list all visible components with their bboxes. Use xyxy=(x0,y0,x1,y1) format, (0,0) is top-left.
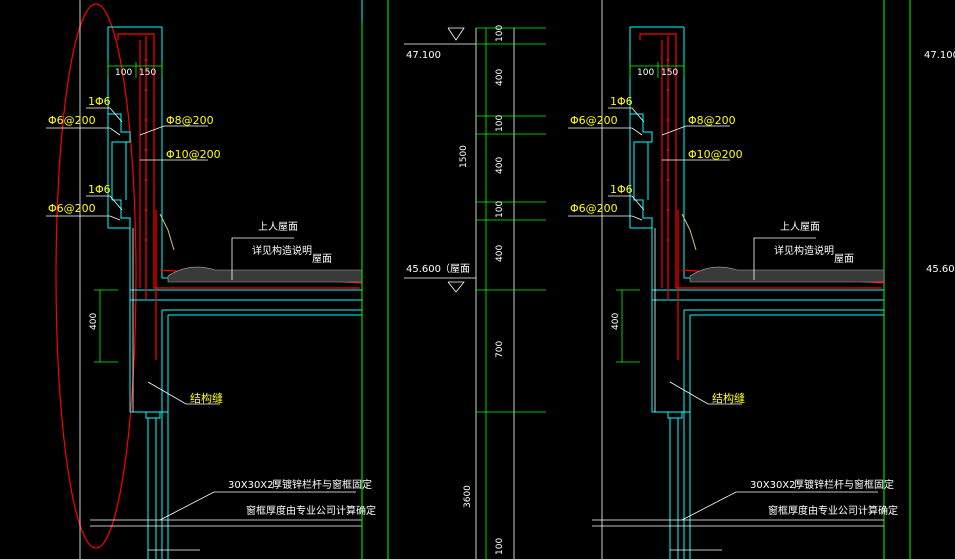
right-roof-note-2: 详见构造说明 xyxy=(774,244,834,257)
right-dim-150: 150 xyxy=(661,68,678,78)
right-detail: 100 150 1Φ6 Φ6@200 Φ8@200 Φ10@200 1Φ6 Φ6… xyxy=(568,0,898,559)
elev-dim-7: 700 xyxy=(495,341,505,358)
elev-dim-bottom: 100 xyxy=(495,538,505,555)
flashing-curl xyxy=(159,213,175,251)
rebar-label-6: Φ6@200 xyxy=(48,202,96,215)
far-right-levels: 47.100 45.600 xyxy=(924,50,955,275)
right-rebar-dots xyxy=(666,58,670,242)
right-flashing-note: 结构缝 xyxy=(712,391,745,405)
elev-dim-6: 400 xyxy=(495,245,505,262)
right-rebar-label-5: 1Φ6 xyxy=(610,183,633,196)
elev-dim-3: 100 xyxy=(495,115,505,132)
roof-note-1: 上人屋面 xyxy=(258,221,298,233)
right-rebar-label-4: Φ10@200 xyxy=(688,148,743,161)
level-roof: 45.600 xyxy=(406,264,441,275)
rebar-label-5: 1Φ6 xyxy=(88,183,111,196)
right-guide-lines xyxy=(592,0,884,559)
right-flashing-curl xyxy=(681,213,697,251)
right-roof-buildup-hatch xyxy=(689,266,885,283)
roof-label: 屋面 xyxy=(312,253,332,265)
elev-dim-2: 400 xyxy=(495,69,505,86)
elevation-column: 47.100 45.600 （屋面 100 400 100 400 100 40… xyxy=(404,25,546,559)
rebar-label-1: 1Φ6 xyxy=(88,95,111,108)
elev-dim-lower: 3600 xyxy=(463,485,473,508)
left-guide-lines xyxy=(79,0,362,559)
steel-note-1: 30X30X2 xyxy=(228,480,274,491)
roof-tag: （屋面 xyxy=(440,263,470,275)
right-rebar-label-6: Φ6@200 xyxy=(570,202,618,215)
elev-dim-5: 100 xyxy=(495,201,505,218)
right-leaders xyxy=(568,107,878,521)
rebar-label-3: Φ8@200 xyxy=(166,114,214,127)
left-detail: 100 150 1Φ6 Φ6@200 Φ8@200 Φ10@200 1Φ6 Φ6… xyxy=(46,0,376,559)
level-top: 47.100 xyxy=(406,50,441,61)
right-rebar-label-3: Φ8@200 xyxy=(688,114,736,127)
dim-100: 100 xyxy=(115,68,132,78)
right-roof-note-1: 上人屋面 xyxy=(780,221,820,233)
dim-400: 400 xyxy=(89,313,99,330)
left-rebar-dots xyxy=(144,58,148,242)
roof-note-2: 详见构造说明 xyxy=(252,244,312,257)
highlight-ellipse xyxy=(55,3,137,549)
elev-dim-total: 1500 xyxy=(459,145,469,168)
right-dimension-lines xyxy=(616,62,685,363)
right-dim-400: 400 xyxy=(611,313,621,330)
elev-dim-4: 400 xyxy=(495,157,505,174)
steel-note-2: 厚镀锌栏杆与窗框固定 xyxy=(272,478,372,491)
elevation-dim-lines xyxy=(476,27,546,559)
far-right-level-top: 47.100 xyxy=(924,50,955,61)
left-leaders xyxy=(46,107,356,521)
flashing-note: 结构缝 xyxy=(190,391,223,405)
rebar-label-2: Φ6@200 xyxy=(48,114,96,127)
elevation-axis xyxy=(404,27,515,559)
steel-note-3: 窗框厚度由专业公司计算确定 xyxy=(246,504,376,517)
right-rebar-label-1: 1Φ6 xyxy=(610,95,633,108)
rebar-label-4: Φ10@200 xyxy=(166,148,221,161)
elev-dim-1: 100 xyxy=(495,25,505,42)
far-right-level-roof: 45.600 xyxy=(926,264,955,275)
right-rebar-label-2: Φ6@200 xyxy=(570,114,618,127)
left-dimension-lines xyxy=(94,62,163,363)
right-steel-note-2: 厚镀锌栏杆与窗框固定 xyxy=(794,478,894,491)
right-roof-label: 屋面 xyxy=(834,253,854,265)
left-rebar xyxy=(117,33,363,360)
dim-150: 150 xyxy=(139,68,156,78)
right-dim-100: 100 xyxy=(637,68,654,78)
right-steel-note-1: 30X30X2 xyxy=(750,480,796,491)
right-steel-note-3: 窗框厚度由专业公司计算确定 xyxy=(768,504,898,517)
